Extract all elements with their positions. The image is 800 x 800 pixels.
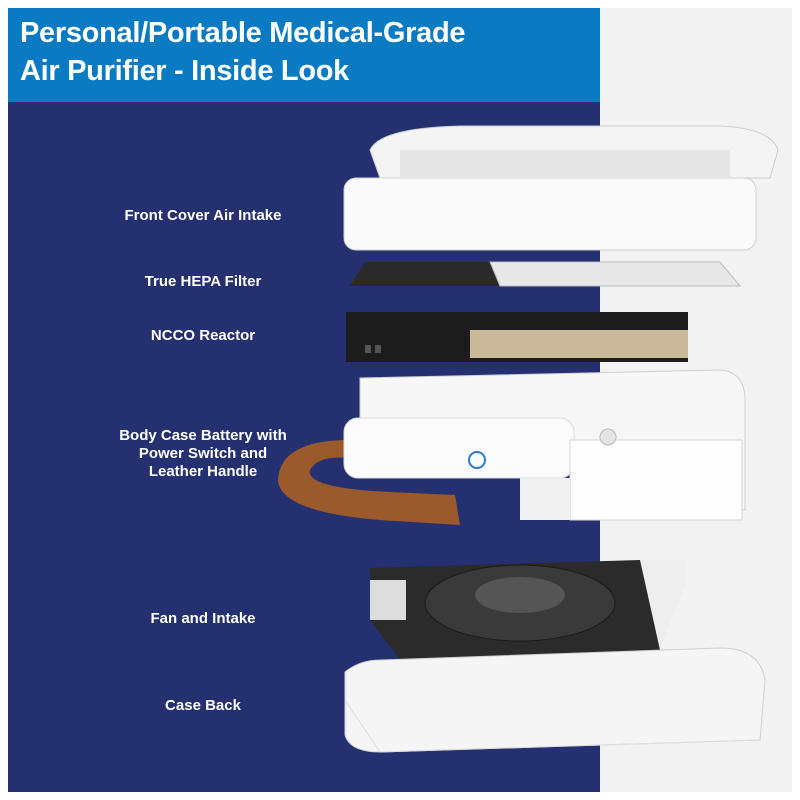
label-hepa-filter: True HEPA Filter	[144, 273, 262, 290]
label-case-back: Case Back	[165, 697, 241, 714]
title-line-2: Air Purifier - Inside Look	[20, 55, 349, 87]
front-cover-part	[343, 125, 779, 251]
label-body-case: Body Case Battery with Power Switch and …	[93, 427, 313, 481]
case-back-part	[344, 647, 766, 753]
label-body-case-line-1: Body Case Battery with	[119, 427, 287, 444]
leather-handle	[278, 440, 460, 525]
title-banner	[8, 8, 600, 102]
page-title: Personal/Portable Medical-Grade Air Puri…	[20, 14, 465, 90]
ncco-reactor-part	[346, 312, 688, 362]
power-icon	[468, 451, 486, 469]
label-body-case-line-3: Leather Handle	[148, 463, 258, 480]
hepa-filter-part	[350, 261, 742, 287]
label-fan: Fan and Intake	[150, 610, 256, 627]
fan-part	[370, 560, 685, 660]
label-front-cover: Front Cover Air Intake	[124, 207, 282, 224]
label-ncco-reactor: NCCO Reactor	[150, 327, 256, 344]
body-case-part	[343, 369, 746, 521]
label-body-case-line-2: Power Switch and	[138, 445, 268, 462]
title-line-1: Personal/Portable Medical-Grade	[20, 17, 466, 49]
